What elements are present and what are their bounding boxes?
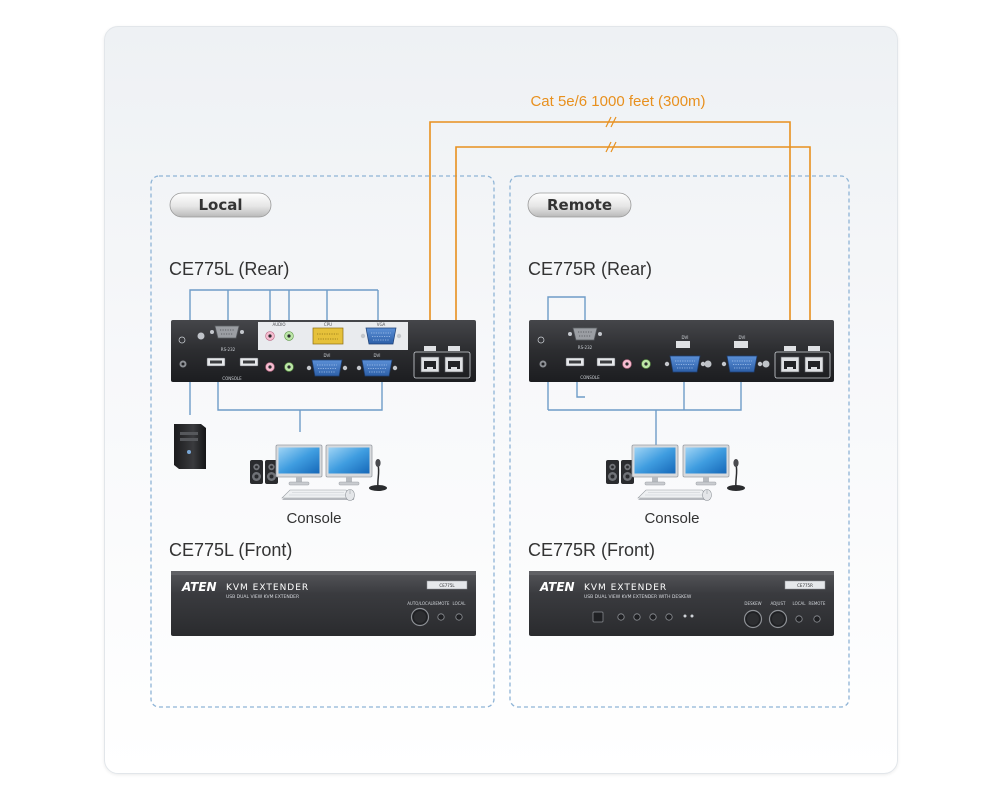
remote-front-btn-label-1: DESKEW [744,601,761,606]
local-usb-port-2 [239,357,259,367]
local-front-subtitle: USB DUAL VIEW KVM EXTENDER [226,594,299,600]
remote-rj45-1 [780,356,800,373]
local-front-title: CE775L (Front) [169,540,292,560]
remote-indicator-4-led [665,613,673,621]
local-front-btn-label-3: LOCAL [453,601,467,606]
remote-usb-port-2 [596,357,616,367]
remote-remote-led [813,615,821,623]
local-cpu-vga-port [312,327,344,345]
local-monitor-1-icon [275,444,323,486]
remote-indicator-1-led [617,613,625,621]
remote-panel [509,175,850,708]
remote-front-btn-label-3: LOCAL [793,601,807,606]
cat5-cables [429,121,811,344]
remote-local-led [795,615,803,623]
local-monitor-2-icon [325,444,373,486]
local-rear-port-label-rs232: RS-232 [221,347,236,352]
local-rear-port-label-cpu: CPU [324,322,332,327]
local-audio-spk-jack [284,331,294,341]
remote-front-device: ATEN KVM EXTENDER USB DUAL VIEW KVM EXTE… [529,571,834,636]
remote-rear-port-label-console: CONSOLE [580,375,600,380]
local-mouse-icon [345,489,355,501]
diagram-card [104,26,898,774]
remote-indicator-2-led [633,613,641,621]
local-front-device: ATEN KVM EXTENDER USB DUAL VIEW KVM EXTE… [171,571,476,636]
remote-microphone-icon [726,458,746,492]
cable-break-marks [605,116,617,153]
local-rear-port-label-dvi-1: DVI [324,353,331,358]
remote-rear-port-label-rs232: RS-232 [578,345,593,350]
remote-front-btn-label-4: REMOTE [809,601,826,606]
remote-pill: Remote [527,192,632,218]
local-front-brand: ATEN [181,580,217,594]
cable-label: Cat 5e/6 1000 feet (300m) [530,93,705,110]
remote-rear-title: CE775R (Rear) [528,259,652,279]
local-rear-port-label-audio: AUDIO [272,322,285,327]
remote-monitor-1-icon [631,444,679,486]
local-console-peripherals [250,444,388,501]
remote-console-label: Console [644,510,699,527]
remote-adjust-button [768,609,788,629]
local-front-badge: CE775L [439,583,455,588]
remote-console-spk-jack [641,359,651,369]
remote-console-mic-jack [622,359,632,369]
local-rj45-1 [420,356,440,373]
local-local-led [455,613,463,621]
remote-front-model: KVM EXTENDER [584,583,667,593]
local-console-label: Console [286,510,341,527]
remote-usb-port-1 [565,357,585,367]
local-rj45-2 [444,356,464,373]
remote-front-subtitle: USB DUAL VIEW KVM EXTENDER WITH DESKEW [584,594,692,600]
remote-mouse-icon [702,489,712,501]
remote-rear-device: RS-232 CONSOLE DVI DVI [529,320,834,382]
remote-pill-label: Remote [547,196,612,214]
local-pill: Local [169,192,272,218]
local-usb-port-1 [206,357,226,367]
local-auto-local-button [410,607,430,627]
local-remote-led [437,613,445,621]
remote-front-title: CE775R (Front) [528,540,655,560]
local-rear-port-label-vga: VGA [377,322,386,327]
local-front-model: KVM EXTENDER [226,583,309,593]
local-rear-device: RS-232 AUDIO CPU VGA CONSOLE DVI DVI [171,320,476,382]
remote-monitor-2-icon [682,444,730,486]
remote-front-brand: ATEN [539,580,575,594]
local-audio-mic-jack [265,331,275,341]
remote-front-badge: CE775R [797,583,813,588]
remote-indicator-3-led [649,613,657,621]
local-front-btn-label-2: REMOTE [433,601,450,606]
local-rear-port-label-dvi-2: DVI [374,353,381,358]
local-speaker-left-icon [250,460,263,484]
remote-speaker-left-icon [606,460,619,484]
remote-deskew-button [743,609,763,629]
local-rear-title: CE775L (Rear) [169,259,289,279]
remote-keyboard-icon [637,489,711,501]
remote-rear-port-label-dvi-1: DVI [682,335,689,340]
local-pill-label: Local [198,196,242,214]
remote-front-btn-label-2: ADJUST [771,601,786,606]
local-rear-port-label-console: CONSOLE [222,376,242,381]
local-front-btn-label-1: AUTO/LOCAL [407,601,433,606]
local-panel [150,175,495,708]
remote-rear-port-label-dvi-2: DVI [739,335,746,340]
local-computer-icon [174,424,206,469]
remote-console-peripherals [606,444,746,501]
remote-rj45-2 [804,356,824,373]
local-console-mic-jack [265,362,275,372]
local-keyboard-icon [281,489,355,501]
local-console-spk-jack [284,362,294,372]
